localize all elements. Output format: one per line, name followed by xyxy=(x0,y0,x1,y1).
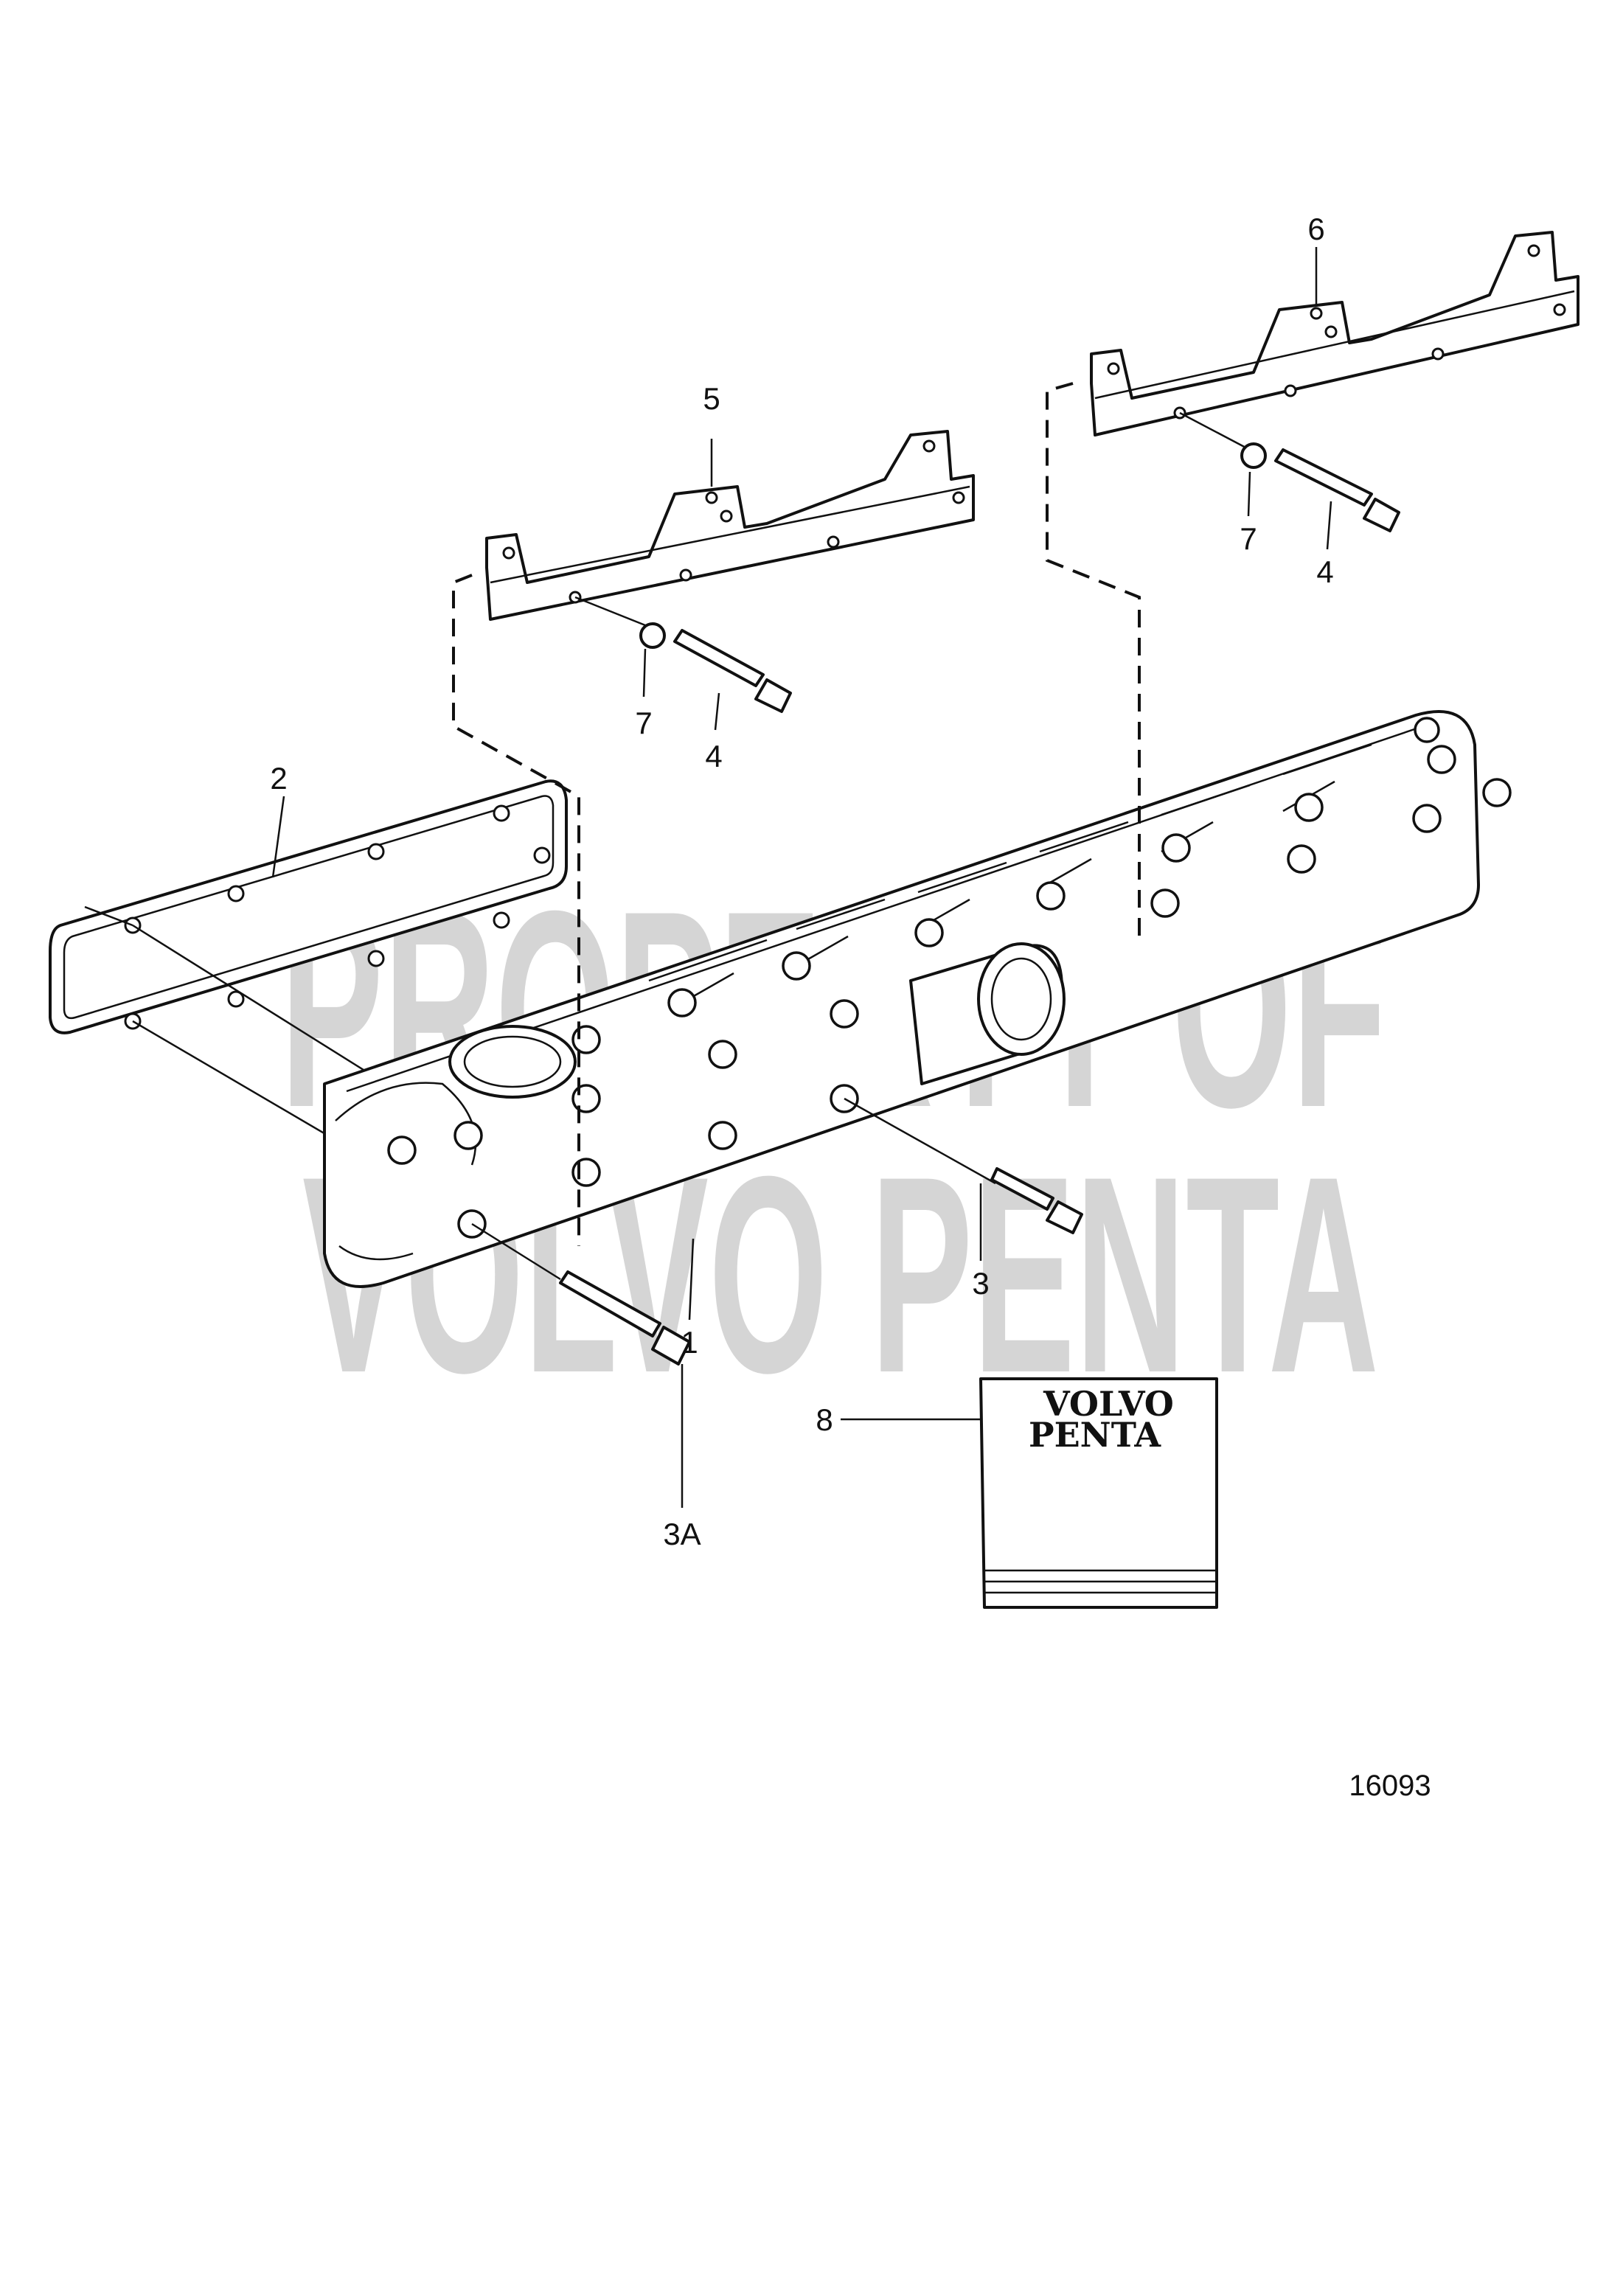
part-5-bracket xyxy=(485,430,975,621)
callout-2: 2 xyxy=(270,761,287,796)
part-8-booklet: VOLVO PENTA xyxy=(979,1377,1218,1609)
callout-8: 8 xyxy=(816,1402,833,1437)
callout-3a: 3A xyxy=(663,1517,701,1551)
drawing-number: 16093 xyxy=(1349,1770,1431,1802)
callout-3: 3 xyxy=(972,1266,989,1301)
callout-7-right: 7 xyxy=(1240,521,1257,556)
callout-labels: 5 6 2 7 4 7 4 1 3 3A 8 xyxy=(270,212,1333,1551)
callout-4-left: 4 xyxy=(705,739,722,773)
booklet-brand-line-1: VOLVO xyxy=(1043,1384,1174,1424)
booklet-brand-line-2: PENTA xyxy=(1029,1415,1161,1455)
manifold-port-tubes xyxy=(648,743,1372,1004)
fasteners xyxy=(471,411,1400,1366)
callout-5: 5 xyxy=(703,381,720,416)
callout-6: 6 xyxy=(1307,212,1324,246)
alignment-lines xyxy=(452,382,1141,1246)
callout-1: 1 xyxy=(681,1325,698,1360)
part-6-bracket xyxy=(1090,231,1579,436)
callout-4-right: 4 xyxy=(1316,554,1333,589)
callout-leaders xyxy=(271,247,1332,1508)
callout-7-left: 7 xyxy=(635,706,652,740)
